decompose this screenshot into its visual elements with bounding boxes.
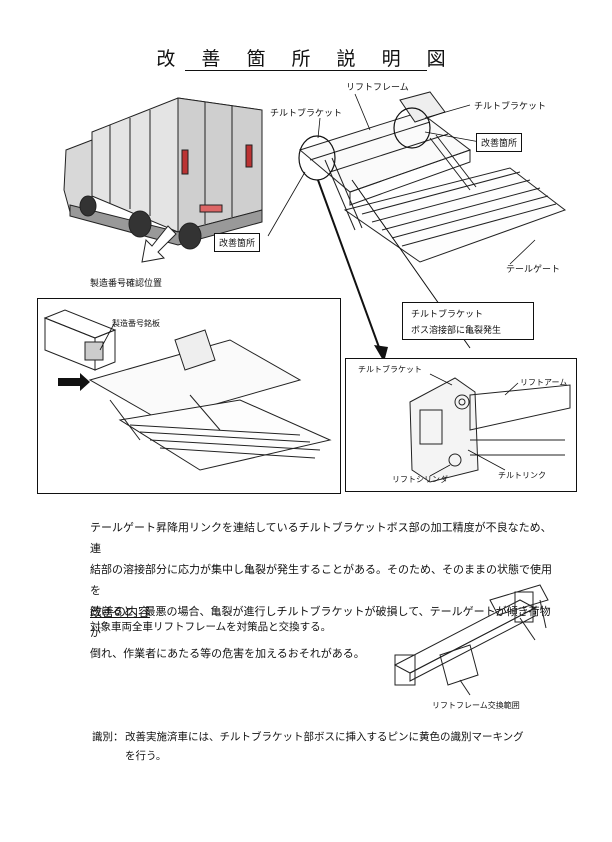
callout-box: チルトブラケット ボス溶接部に亀裂発生 <box>402 302 534 340</box>
figure-caption: リフトフレーム交換範囲 <box>432 701 520 710</box>
label-serial-plate: 製造番号銘板 <box>112 319 160 328</box>
label-serial-location: 製造番号確認位置 <box>90 279 163 289</box>
label-detail-tilt-bracket: チルトブラケット <box>358 365 422 374</box>
callout-line2: ボス溶接部に亀裂発生 <box>411 326 502 336</box>
label-improvement-mid: 改善箇所 <box>214 233 261 252</box>
label-tilt-bracket-left: チルトブラケット <box>270 109 343 119</box>
page-title: 改 善 箇 所 説 明 図 <box>156 48 456 70</box>
description-text: テールゲート昇降用リンクを連結しているチルトブラケットボス部の加工精度が不良なた… <box>90 517 560 664</box>
label-tailgate: テールゲート <box>506 265 561 275</box>
title-underline <box>185 70 427 71</box>
label-detail-lift-cylinder: リフトシリンダ <box>392 475 448 484</box>
description-line-1: テールゲート昇降用リンクを連結しているチルトブラケットボス部の加工精度が不良なた… <box>90 521 552 555</box>
label-tilt-bracket-right: チルトブラケット <box>474 102 547 112</box>
label-detail-lift-arm: リフトアーム <box>520 378 568 387</box>
note-heading: 識別： <box>92 731 124 743</box>
label-lift-frame: リフトフレーム <box>346 83 409 93</box>
description-line-3: 続けると、最悪の場合、亀裂が進行しチルトブラケットが破損して、テールゲートが傾き… <box>90 605 551 639</box>
section-text: 対象車両全車リフトフレームを対策品と交換する。 <box>90 621 332 633</box>
note-line-1: 改善実施済車には、チルトブラケット部ボスに挿入するピンに黄色の識別マーキング <box>125 731 524 743</box>
note-line-2: を行う。 <box>125 750 167 762</box>
section-heading: 改善の内容 <box>90 605 151 619</box>
description-line-4: 倒れ、作業者にあたる等の危害を加えるおそれがある。 <box>90 647 365 660</box>
description-line-2: 結部の溶接部分に応力が集中し亀裂が発生することがある。そのため、そのままの状態で… <box>90 563 552 597</box>
callout-line1: チルトブラケット <box>411 310 484 320</box>
label-improvement-top: 改善箇所 <box>476 133 523 152</box>
label-detail-tilt-link: チルトリンク <box>498 471 546 480</box>
